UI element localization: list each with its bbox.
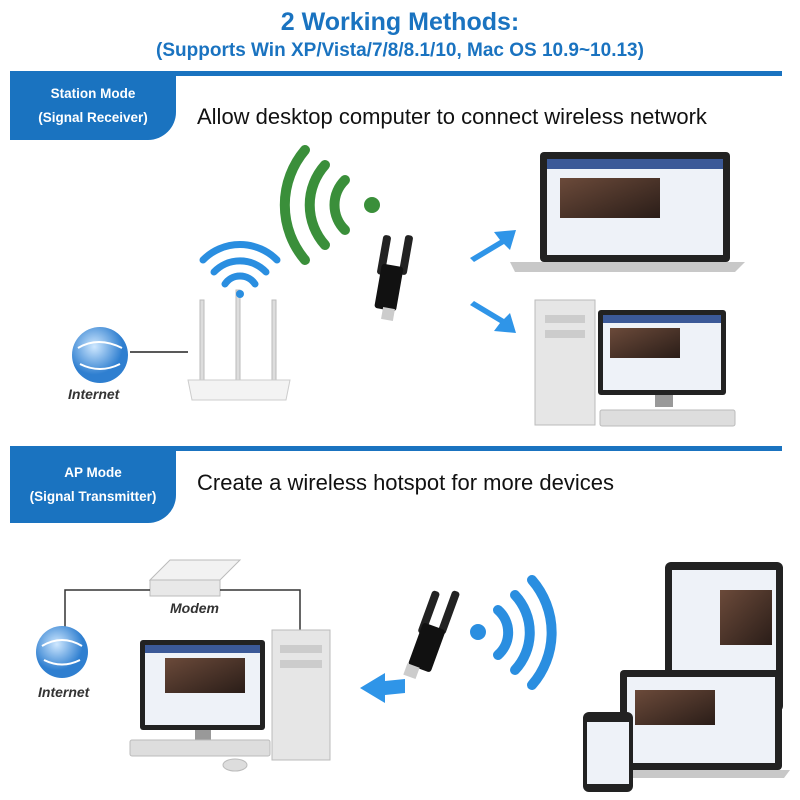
internet-label: Internet [68, 386, 120, 402]
ap-mode-tab: AP Mode (Signal Transmitter) [10, 447, 176, 523]
arrow-icon [470, 230, 516, 333]
mode-role: (Signal Transmitter) [29, 489, 157, 504]
mode-name: Station Mode [50, 86, 136, 101]
internet-label: Internet [38, 684, 90, 700]
arrow-icon [360, 673, 405, 703]
laptop-icon [612, 670, 790, 778]
mode-role: (Signal Receiver) [38, 110, 148, 125]
cable [64, 589, 150, 630]
station-mode-description: Allow desktop computer to connect wirele… [197, 104, 707, 129]
section-divider [10, 71, 782, 76]
modem-icon [148, 559, 242, 597]
page-subtitle: (Supports Win XP/Vista/7/8/8.1/10, Mac O… [156, 40, 644, 61]
ap-mode-description: Create a wireless hotspot for more devic… [197, 470, 614, 495]
section-divider [10, 446, 782, 451]
page-title: 2 Working Methods: [280, 8, 520, 36]
globe-icon [36, 626, 88, 678]
tablet-icon [665, 562, 783, 712]
phone-icon [583, 712, 633, 792]
station-mode-tab: Station Mode (Signal Receiver) [10, 72, 176, 140]
globe-icon [72, 327, 128, 383]
usb-wifi-adapter-icon [403, 590, 460, 680]
desktop-computer-icon [129, 629, 331, 772]
modem-label: Modem [170, 600, 219, 616]
cable [220, 589, 301, 630]
wifi-icon [199, 241, 281, 298]
laptop-icon [510, 152, 745, 272]
wifi-icon [470, 575, 557, 690]
desktop-computer-icon [534, 299, 736, 427]
mode-name: AP Mode [64, 465, 122, 480]
usb-wifi-adapter-icon [374, 235, 413, 321]
router-icon [187, 289, 291, 401]
wifi-icon [279, 145, 380, 265]
